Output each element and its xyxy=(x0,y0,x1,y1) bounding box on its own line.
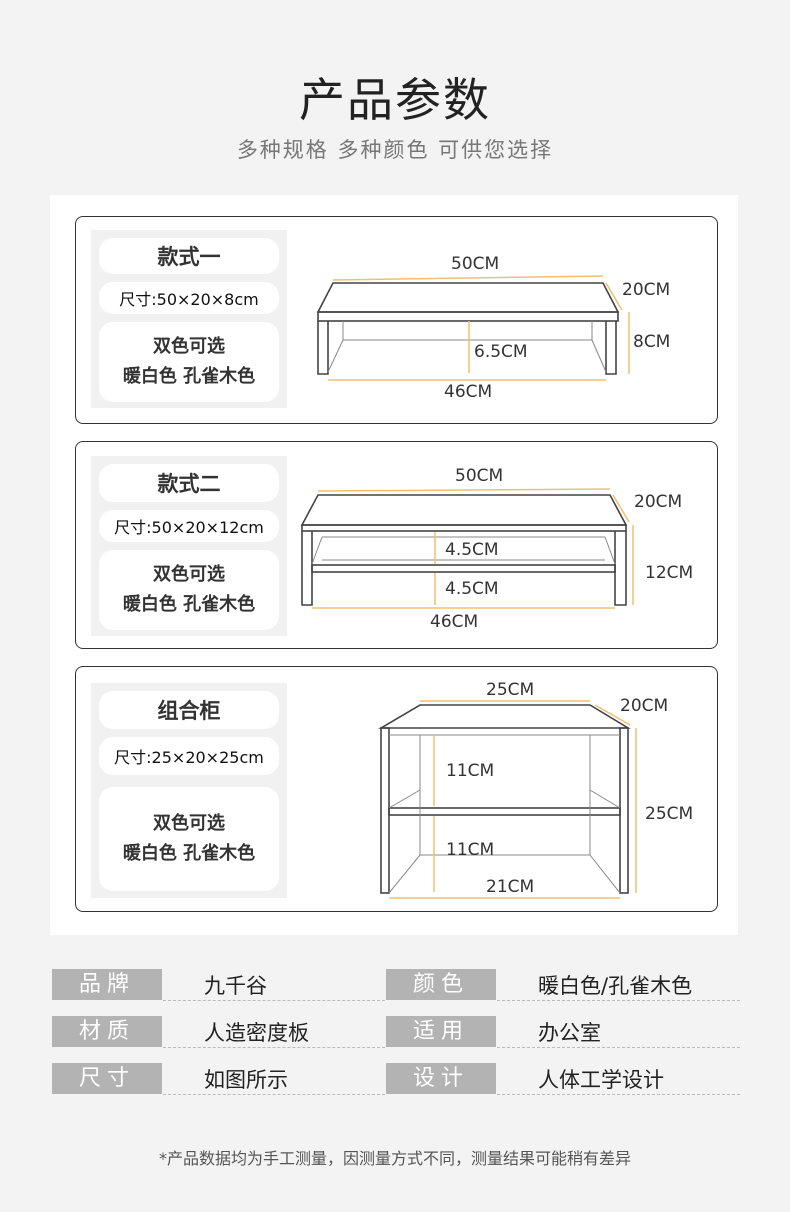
color-line: 双色可选 xyxy=(153,564,225,585)
spec-value: 如图所示 xyxy=(204,1068,288,1092)
style-name: 款式二 xyxy=(99,464,279,502)
style-colors: 双色可选暖白色 孔雀木色 xyxy=(99,550,279,630)
dim-label: 46CM xyxy=(444,382,493,402)
dim-label: 20CM xyxy=(622,280,671,300)
divider xyxy=(497,1094,740,1095)
dim-label: 21CM xyxy=(486,877,535,897)
dim-label: 4.5CM xyxy=(445,579,499,599)
divider xyxy=(163,1047,385,1048)
dim-label: 12CM xyxy=(645,563,694,583)
divider xyxy=(497,1047,740,1048)
spec-label: 品牌 xyxy=(52,969,162,1000)
dim-label: 50CM xyxy=(455,466,504,486)
divider xyxy=(163,1000,385,1001)
divider xyxy=(163,1094,385,1095)
spec-label: 颜色 xyxy=(386,969,496,1000)
spec-value: 办公室 xyxy=(538,1021,601,1045)
spec-label: 材质 xyxy=(52,1016,162,1047)
color-line: 暖白色 孔雀木色 xyxy=(122,843,256,864)
page-title: 产品参数 xyxy=(299,73,491,127)
spec-value: 暖白色/孔雀木色 xyxy=(538,974,693,998)
style-size: 尺寸:25×20×25cm xyxy=(99,737,279,775)
style-name: 款式一 xyxy=(99,238,279,274)
style-info-3: 组合柜 尺寸:25×20×25cm 双色可选暖白色 孔雀木色 xyxy=(91,683,287,898)
dim-label: 6.5CM xyxy=(474,342,528,362)
footnote: *产品数据均为手工测量，因测量方式不同，测量结果可能稍有差异 xyxy=(158,1149,631,1168)
color-line: 暖白色 孔雀木色 xyxy=(122,594,256,615)
color-line: 暖白色 孔雀木色 xyxy=(122,366,256,387)
dim-label: 20CM xyxy=(634,492,683,512)
color-line: 双色可选 xyxy=(153,813,225,834)
spec-value: 九千谷 xyxy=(204,974,267,998)
style-info-2: 款式二 尺寸:50×20×12cm 双色可选暖白色 孔雀木色 xyxy=(91,456,287,636)
style-name: 组合柜 xyxy=(99,691,279,729)
color-line: 双色可选 xyxy=(153,336,225,357)
divider xyxy=(497,1000,740,1001)
style-info-1: 款式一 尺寸:50×20×8cm 双色可选暖白色 孔雀木色 xyxy=(91,230,287,408)
spec-label: 设计 xyxy=(386,1063,496,1094)
dim-label: 46CM xyxy=(430,612,479,632)
style-size: 尺寸:50×20×12cm xyxy=(99,510,279,542)
dim-label: 11CM xyxy=(446,840,495,860)
dim-label: 4.5CM xyxy=(445,540,499,560)
style-size: 尺寸:50×20×8cm xyxy=(99,282,279,314)
dim-label: 20CM xyxy=(620,696,669,716)
dim-label: 8CM xyxy=(633,332,671,352)
dim-label: 25CM xyxy=(645,804,694,824)
dim-label: 25CM xyxy=(486,680,535,700)
page-subtitle: 多种规格 多种颜色 可供您选择 xyxy=(236,138,554,162)
spec-value: 人体工学设计 xyxy=(538,1068,664,1092)
dim-label: 11CM xyxy=(446,761,495,781)
spec-label: 适用 xyxy=(386,1016,496,1047)
dim-label: 50CM xyxy=(451,254,500,274)
spec-value: 人造密度板 xyxy=(204,1021,309,1045)
spec-label: 尺寸 xyxy=(52,1063,162,1094)
style-colors: 双色可选暖白色 孔雀木色 xyxy=(99,322,279,402)
style-colors: 双色可选暖白色 孔雀木色 xyxy=(99,787,279,891)
